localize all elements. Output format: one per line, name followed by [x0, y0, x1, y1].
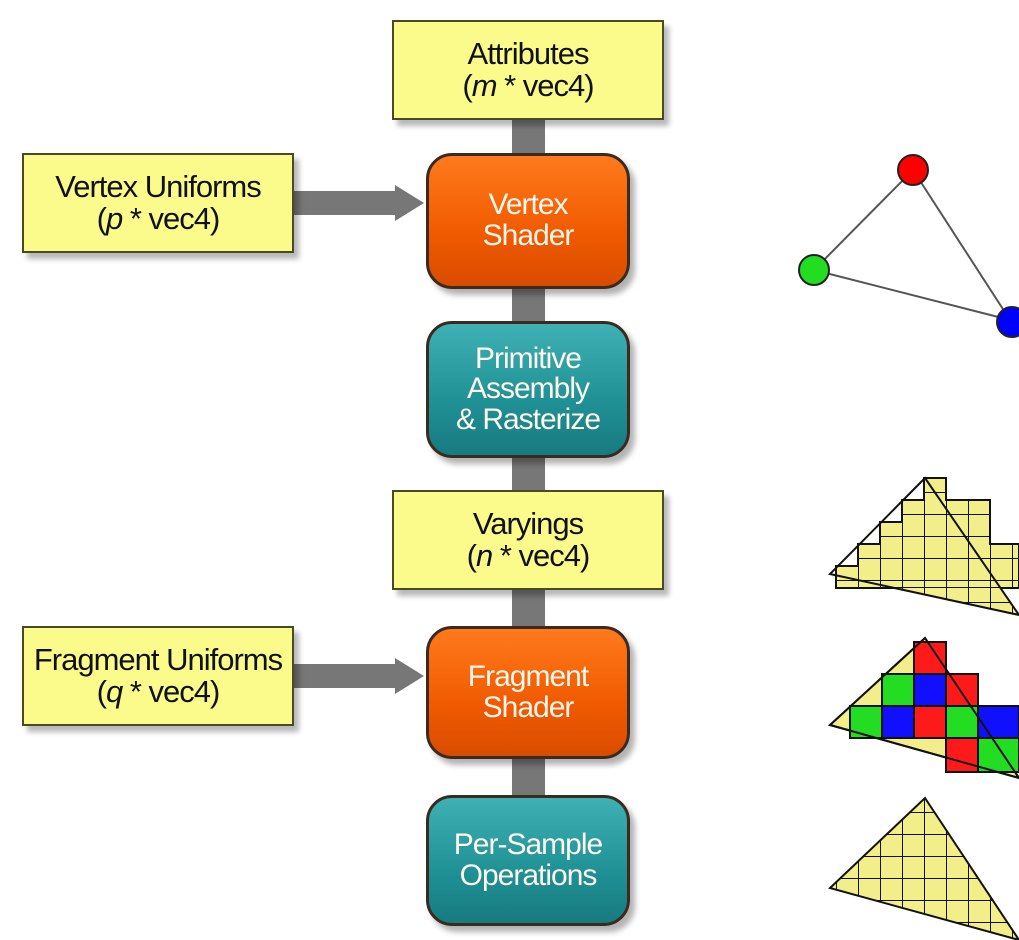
varyings-size: (n * vec4)	[466, 538, 591, 573]
vertex-shader-stage: Vertex Shader	[426, 153, 630, 289]
vertex-triangle-illustration	[798, 154, 1019, 338]
primitive-assembly-stage: Primitive Assembly & Rasterize	[426, 321, 630, 458]
fragment-shader-line1: Fragment	[467, 659, 589, 693]
connector-fragment-persample	[512, 757, 545, 797]
attributes-label: Attributes	[467, 36, 590, 72]
arrow-vertex-uniforms	[292, 185, 424, 221]
red-vertex-icon	[897, 154, 929, 186]
varyings-label: Varyings	[472, 506, 584, 542]
shaded-fragments-illustration	[827, 636, 1019, 780]
connector-varyings-fragment	[512, 588, 545, 628]
vertex-uniforms-label: Vertex Uniforms	[55, 169, 262, 205]
arrow-fragment-uniforms	[292, 658, 424, 694]
fragment-uniforms-size: (q * vec4)	[96, 674, 221, 709]
green-vertex-icon	[798, 254, 830, 286]
per-sample-grid-illustration	[828, 796, 1019, 940]
attributes-box: Attributes (m * vec4)	[392, 20, 664, 120]
per-sample-line1: Per-Sample	[453, 827, 603, 861]
fragment-uniforms-box: Fragment Uniforms (q * vec4)	[22, 626, 294, 726]
attributes-size: (m * vec4)	[462, 68, 594, 103]
primitive-assembly-line2: Assembly	[466, 372, 590, 406]
vertex-uniforms-size: (p * vec4)	[96, 201, 221, 236]
blue-vertex-icon	[996, 306, 1019, 338]
vertex-shader-line1: Vertex	[488, 188, 568, 222]
fragment-shader-stage: Fragment Shader	[426, 626, 630, 759]
connector-vertex-primitive	[512, 287, 545, 323]
per-sample-line2: Operations	[459, 858, 598, 892]
connector-primitive-varyings	[512, 456, 545, 492]
connector-attributes-vertex	[512, 118, 545, 158]
per-sample-operations-stage: Per-Sample Operations	[426, 795, 630, 926]
varyings-box: Varyings (n * vec4)	[392, 490, 664, 590]
primitive-assembly-line1: Primitive	[474, 341, 582, 375]
fragment-uniforms-label: Fragment Uniforms	[33, 642, 283, 678]
fragment-shader-line2: Shader	[482, 690, 575, 724]
primitive-assembly-line3: & Rasterize	[455, 402, 601, 436]
vertex-uniforms-box: Vertex Uniforms (p * vec4)	[22, 153, 294, 253]
rasterized-fragments-illustration	[828, 476, 1019, 617]
vertex-shader-line2: Shader	[482, 219, 575, 252]
